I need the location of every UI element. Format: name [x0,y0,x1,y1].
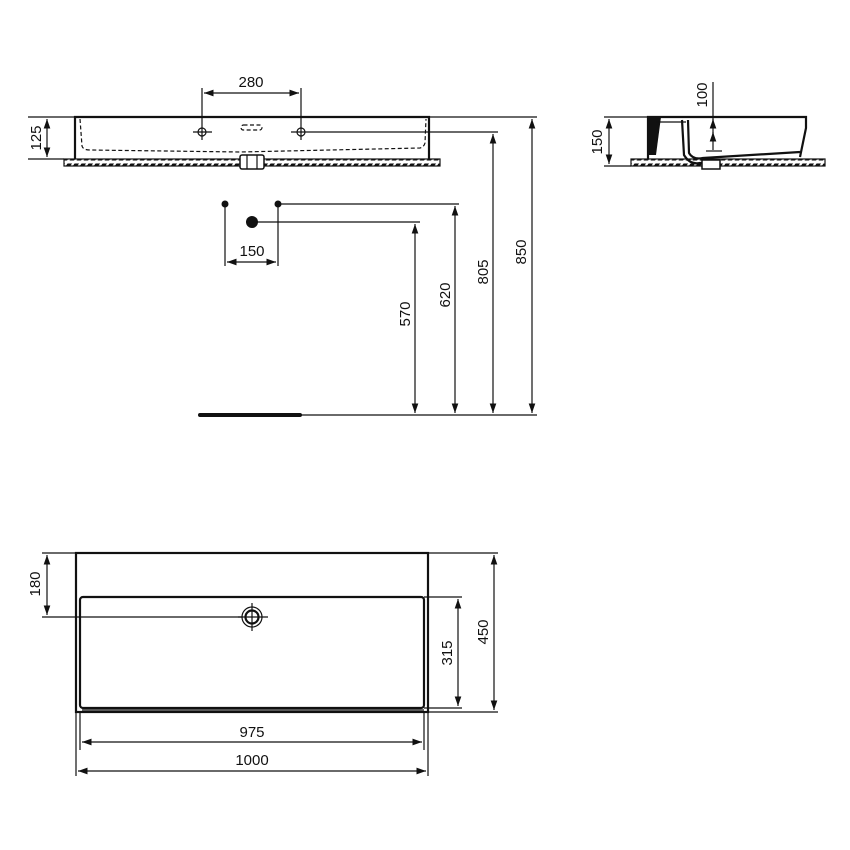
dim-waste-height: 570 [397,301,414,326]
drain-outlet [239,154,265,170]
overflow-slot [240,124,263,131]
dim-supply-height: 620 [437,282,454,307]
front-view: 280 125 [28,74,537,170]
plan-bowl [78,595,426,710]
dim-overall-depth: 450 [475,619,492,644]
side-view: 100 150 [589,82,826,170]
dim-overall-width: 1000 [235,752,268,769]
tap-hole-plan [238,603,268,631]
tap-hole-right [291,127,498,137]
bowl-hidden-line [79,118,427,153]
basin-outline [73,115,431,159]
installation-view: 150 570 620 805 850 [198,119,537,417]
plan-outer [74,551,430,714]
dim-top-height: 850 [513,239,530,264]
plan-view: 180 315 450 975 1000 [27,551,498,776]
dim-tap-spacing: 280 [238,74,263,91]
dim-basin-height: 125 [28,125,45,150]
dim-inner-width: 975 [239,724,264,741]
dim-tap-from-back: 180 [27,571,44,596]
dim-inner-top-height: 805 [475,259,492,284]
dim-supply-spacing: 150 [239,243,264,260]
dim-inner-depth: 315 [439,640,456,665]
dim-total-height: 150 [589,129,606,154]
dim-bowl-depth: 100 [694,82,711,107]
countertop-side [630,158,826,167]
